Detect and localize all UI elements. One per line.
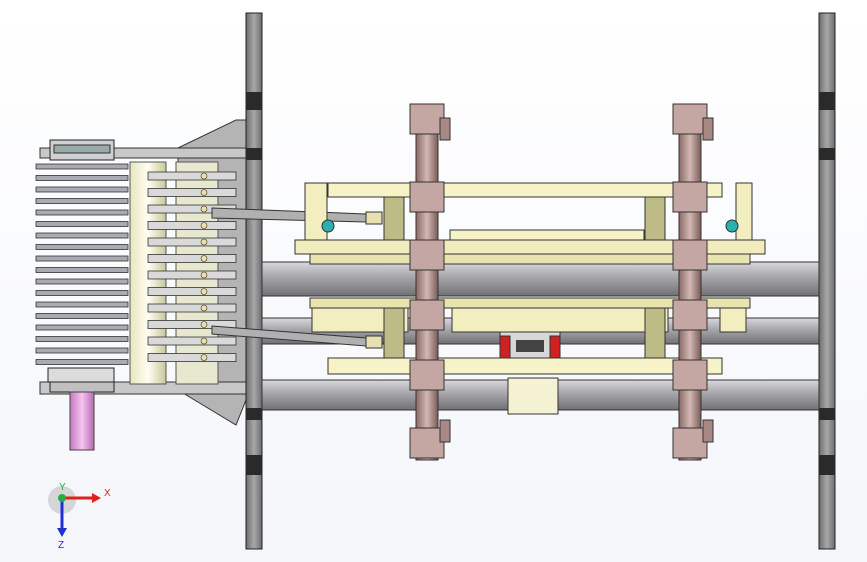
clip-pin [200, 238, 208, 246]
coil-fin [35, 324, 129, 331]
coil-fin [35, 290, 129, 296]
clip-bar [147, 287, 237, 296]
clip-pin [200, 304, 208, 312]
clip-bar [147, 303, 237, 313]
z-axis-label: Z [58, 540, 64, 551]
clip-pin [200, 172, 208, 180]
clip-pin [200, 321, 208, 328]
coil-fin [35, 244, 129, 250]
clip-bar [147, 353, 237, 362]
clip-bar [147, 171, 237, 181]
clip-bar [147, 336, 237, 346]
flange-tooth [409, 299, 445, 331]
coil-fin [35, 221, 129, 227]
coil-fin [35, 163, 129, 170]
coil-fin [35, 198, 129, 204]
left-clip-array [147, 171, 237, 362]
red-block [499, 335, 511, 359]
coil-fin [35, 359, 129, 365]
coil-fin [35, 175, 129, 181]
clip-pin [200, 222, 208, 229]
flange-assembly [409, 103, 451, 461]
x-axis-label: X [104, 488, 111, 499]
flange-tooth [672, 181, 708, 213]
coil-fin [35, 186, 129, 193]
coil-fin [35, 336, 129, 342]
coil-fin [35, 232, 129, 239]
clip-pin [200, 288, 208, 295]
clip-pin [200, 271, 208, 279]
flange-tooth [409, 103, 445, 135]
coil-fin [35, 313, 129, 319]
flange-tooth [672, 239, 708, 271]
clip-bar [147, 221, 237, 230]
left-frame-plate [245, 12, 263, 550]
lower-carriage [309, 297, 751, 415]
coil-fin [35, 301, 129, 308]
right-frame-plate [818, 12, 836, 550]
flange-tooth [672, 299, 708, 331]
clip-bar [147, 320, 237, 329]
flange-tooth [672, 359, 708, 391]
coil-fin [35, 255, 129, 262]
coil-fin [35, 209, 129, 216]
clip-bar [147, 237, 237, 247]
coil-fin [35, 278, 129, 285]
flange-tooth [672, 427, 708, 459]
flange-tooth [672, 103, 708, 135]
clip-pin [200, 205, 208, 213]
y-axis-label: Y [59, 482, 66, 493]
flange-tooth [409, 427, 445, 459]
flange-assembly [672, 103, 714, 461]
coil-fin [35, 347, 129, 354]
flange-tooth [409, 239, 445, 271]
coil-fin [35, 267, 129, 273]
clip-pin [200, 354, 208, 361]
left-coil-stack [35, 139, 129, 451]
clip-pin [200, 189, 208, 196]
clamp-flanges [409, 103, 714, 461]
flange-tooth [409, 181, 445, 213]
pink-shaft [69, 391, 95, 451]
clip-bar [147, 188, 237, 197]
clip-bar [147, 270, 237, 280]
flange-tooth [409, 359, 445, 391]
clip-pin [200, 255, 208, 262]
clip-bar [147, 254, 237, 263]
clip-pin [200, 337, 208, 345]
coordinate-triad: X Y Z [48, 482, 111, 551]
y-axis-marker [58, 494, 66, 502]
